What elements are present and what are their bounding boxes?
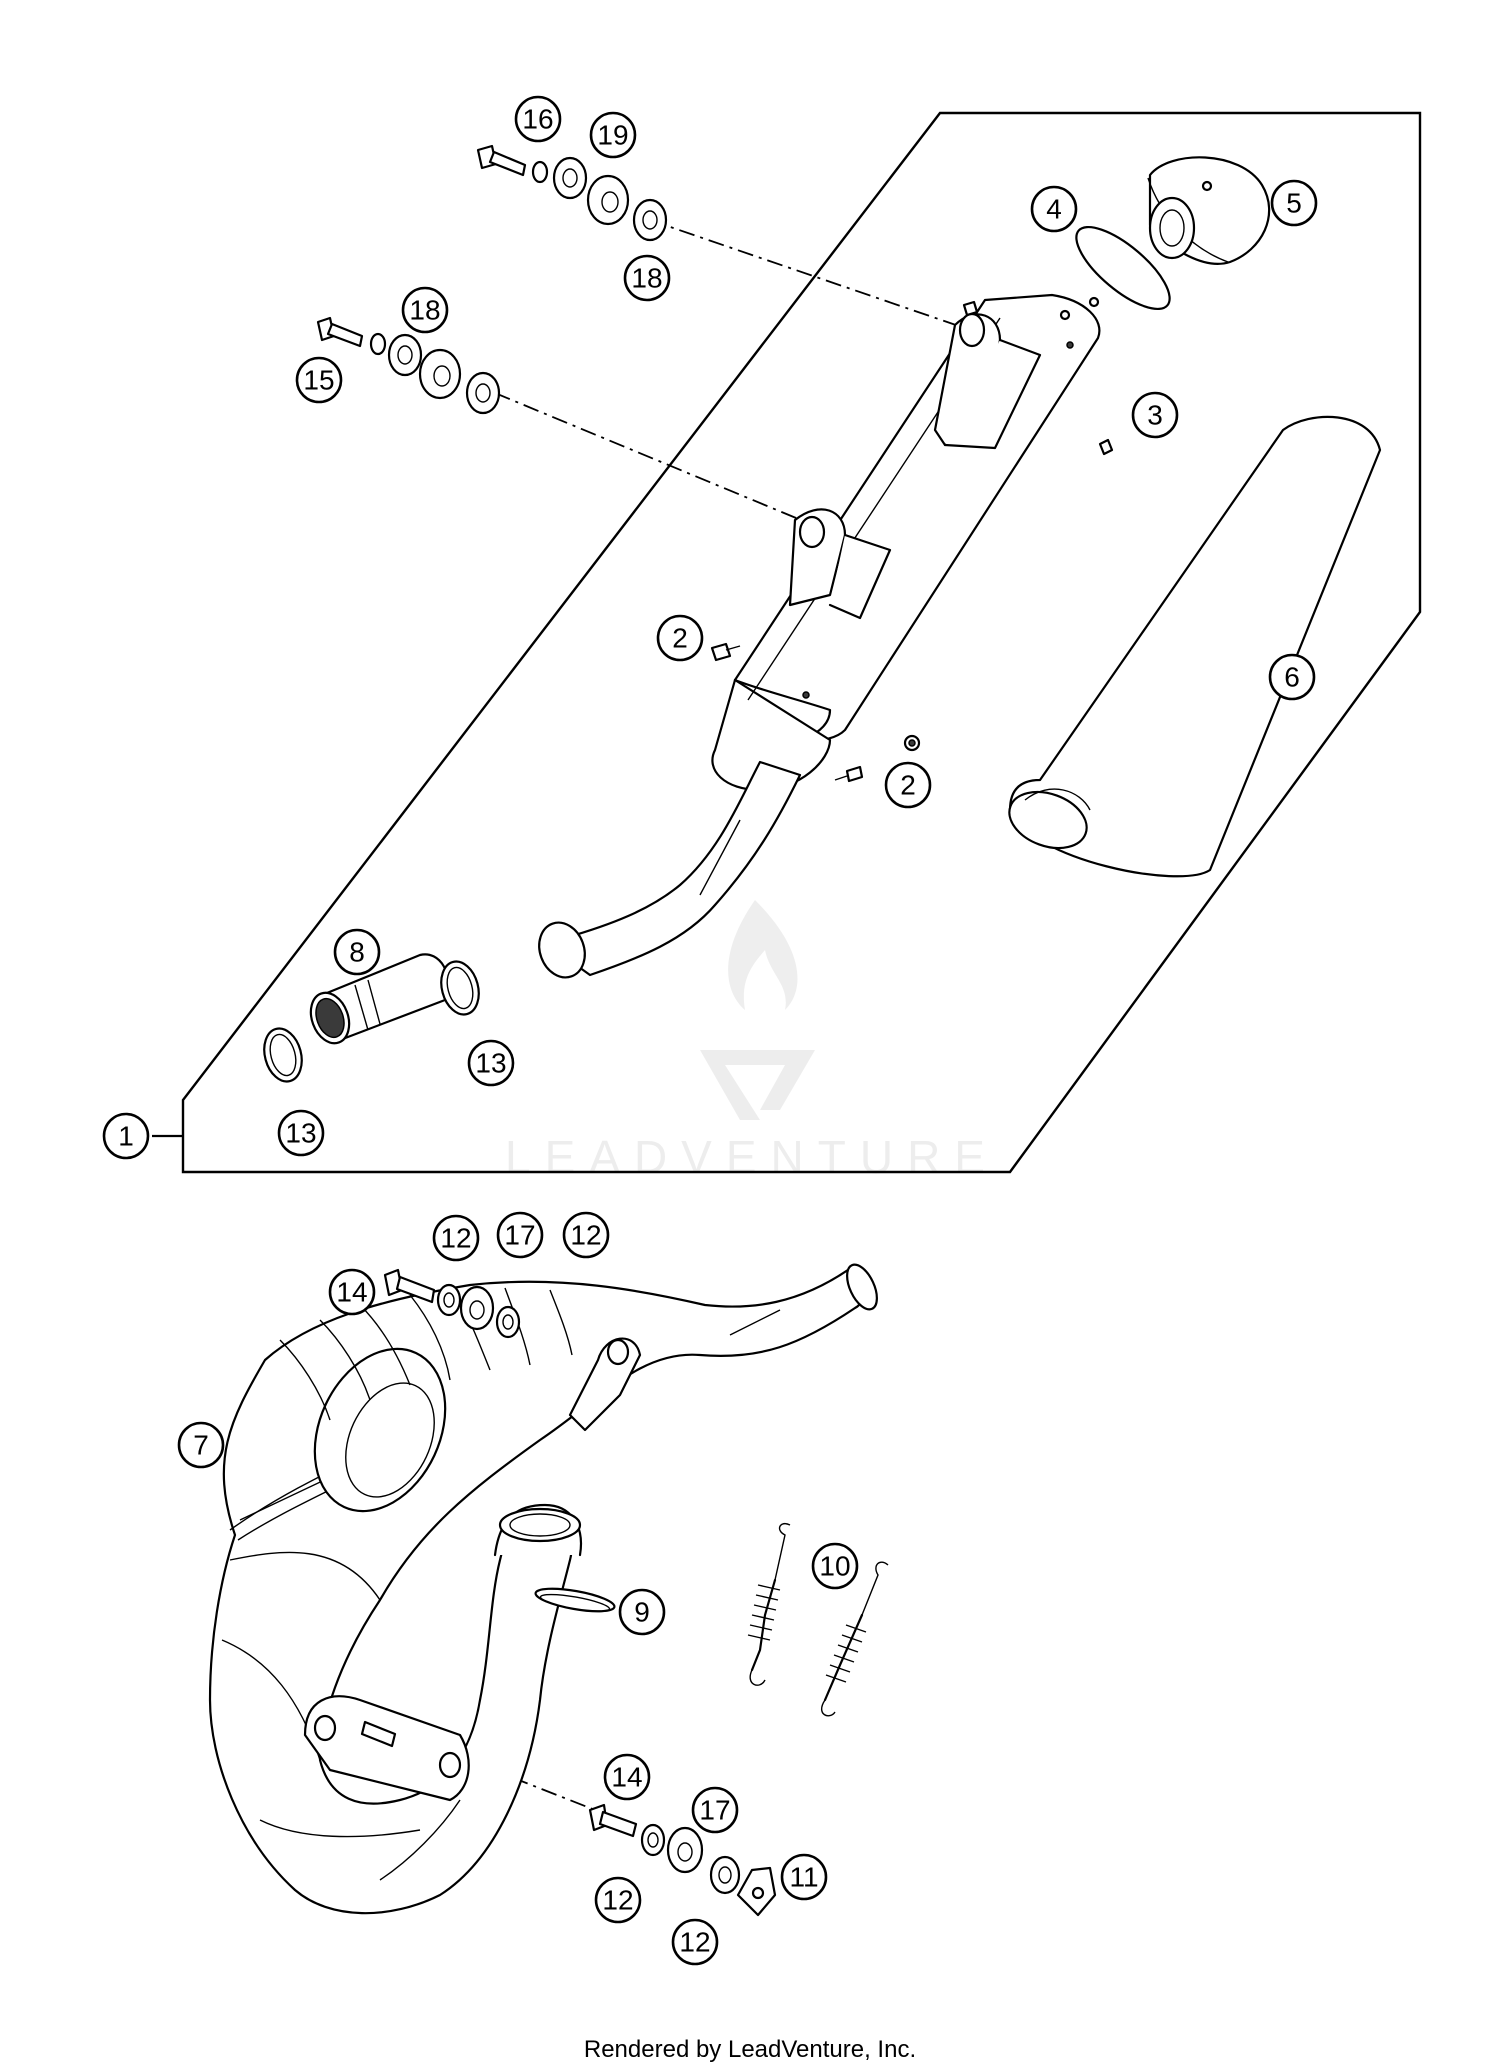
callout-12-top-left: 12: [432, 1214, 480, 1262]
callout-12-bottom-right: 12: [671, 1918, 719, 1966]
watermark: LEADVENTURE: [505, 900, 999, 1183]
connector-sleeve: [309, 953, 450, 1045]
callout-15: 15: [295, 356, 343, 404]
clip-nut: [736, 1866, 777, 1917]
callout-17-bottom: 17: [691, 1786, 739, 1834]
silencer-body: [711, 293, 1114, 792]
chamber-o-ring-inner: [539, 1593, 611, 1613]
callout-2-upper: 2: [656, 614, 704, 662]
callout-17-bottom-label: 17: [699, 1795, 730, 1826]
watermark-text: LEADVENTURE: [505, 1131, 999, 1183]
callout-10: 10: [811, 1542, 859, 1590]
callout-3: 3: [1131, 391, 1179, 439]
rivet-upper: [710, 642, 741, 662]
callout-18-top-label: 18: [631, 263, 662, 294]
callout-13-right: 13: [467, 1039, 515, 1087]
callout-12-bottom-left-label: 12: [602, 1885, 633, 1916]
watermark-v-icon: [700, 1050, 815, 1120]
exhaust-spring-right: [820, 1561, 889, 1717]
callout-10-label: 10: [819, 1551, 850, 1582]
upper-mount-hardware: [476, 144, 668, 242]
callout-16-label: 16: [522, 104, 553, 135]
callout-18-top: 18: [623, 254, 671, 302]
callout-8-label: 8: [349, 937, 365, 968]
callout-13-right-label: 13: [475, 1048, 506, 1079]
end-cap-o-ring: [1075, 225, 1171, 311]
callout-18-mid-label: 18: [409, 295, 440, 326]
callout-6: 6: [1268, 653, 1316, 701]
callout-9: 9: [618, 1588, 666, 1636]
rivet-nut-center: [908, 739, 916, 747]
callout-7: 7: [177, 1421, 225, 1469]
callout-1-label: 1: [118, 1121, 134, 1152]
callout-12-top-right-label: 12: [570, 1220, 601, 1251]
callout-12-top-right: 12: [562, 1211, 610, 1259]
callout-4: 4: [1030, 185, 1078, 233]
callout-13-left: 13: [277, 1109, 325, 1157]
callout-5: 5: [1270, 179, 1318, 227]
footer-credit: Rendered by LeadVenture, Inc.: [583, 2036, 917, 2063]
callout-13-left-label: 13: [285, 1118, 316, 1149]
callout-8: 8: [333, 928, 381, 976]
callout-14-bottom-label: 14: [611, 1762, 642, 1793]
callout-14-top: 14: [328, 1268, 376, 1316]
callout-11: 11: [780, 1853, 828, 1901]
callout-2-upper-label: 2: [672, 623, 688, 654]
leader-line-upper-mount: [649, 219, 986, 336]
rivet-lower: [834, 765, 864, 783]
seal-ring-right-inner: [446, 966, 474, 1010]
callout-7-label: 7: [193, 1430, 209, 1461]
pipe-top-mount-hardware: [383, 1268, 521, 1339]
callout-2-lower: 2: [884, 761, 932, 809]
callout-19-label: 19: [597, 120, 628, 151]
callout-15-label: 15: [303, 365, 334, 396]
muffler-assembly-frame: [181, 111, 1422, 1174]
callout-11-label: 11: [789, 1862, 818, 1893]
callout-12-bottom-left: 12: [594, 1876, 642, 1924]
callout-5-label: 5: [1286, 188, 1302, 219]
muffler-end-cap: [1147, 156, 1271, 265]
callout-3-label: 3: [1147, 400, 1163, 431]
callout-14-bottom: 14: [603, 1753, 651, 1801]
callout-9-label: 9: [634, 1597, 650, 1628]
callout-12-top-left-label: 12: [440, 1223, 471, 1254]
callout-19: 19: [589, 111, 637, 159]
watermark-flame-icon: [728, 900, 798, 1010]
pipe-bottom-mount-hardware: [588, 1803, 741, 1895]
callout-17-top: 17: [496, 1211, 544, 1259]
seal-ring-left-inner: [269, 1033, 297, 1077]
seal-ring-right: [440, 960, 480, 1016]
silencer-insulation-sleeve: [1008, 415, 1382, 878]
callout-6-label: 6: [1284, 662, 1300, 693]
callout-2-lower-label: 2: [900, 770, 916, 801]
callout-18-mid: 18: [401, 286, 449, 334]
callout-12-bottom-right-label: 12: [679, 1927, 710, 1958]
leader-line-pipe-mount-bottom: [454, 1754, 596, 1811]
seal-ring-left: [263, 1027, 303, 1083]
lower-mount-hardware: [316, 316, 501, 415]
callout-16: 16: [514, 95, 562, 143]
callout-14-top-label: 14: [336, 1277, 367, 1308]
leader-line-lower-mount: [494, 392, 826, 531]
callout-17-top-label: 17: [504, 1220, 535, 1251]
exhaust-spring-left: [747, 1523, 791, 1686]
callout-1: 1: [102, 1112, 150, 1160]
silencer-inlet-pipe: [538, 760, 802, 979]
bolt-16: [476, 144, 527, 177]
callout-4-label: 4: [1046, 194, 1062, 225]
exhaust-expansion-chamber: [208, 1263, 878, 1915]
